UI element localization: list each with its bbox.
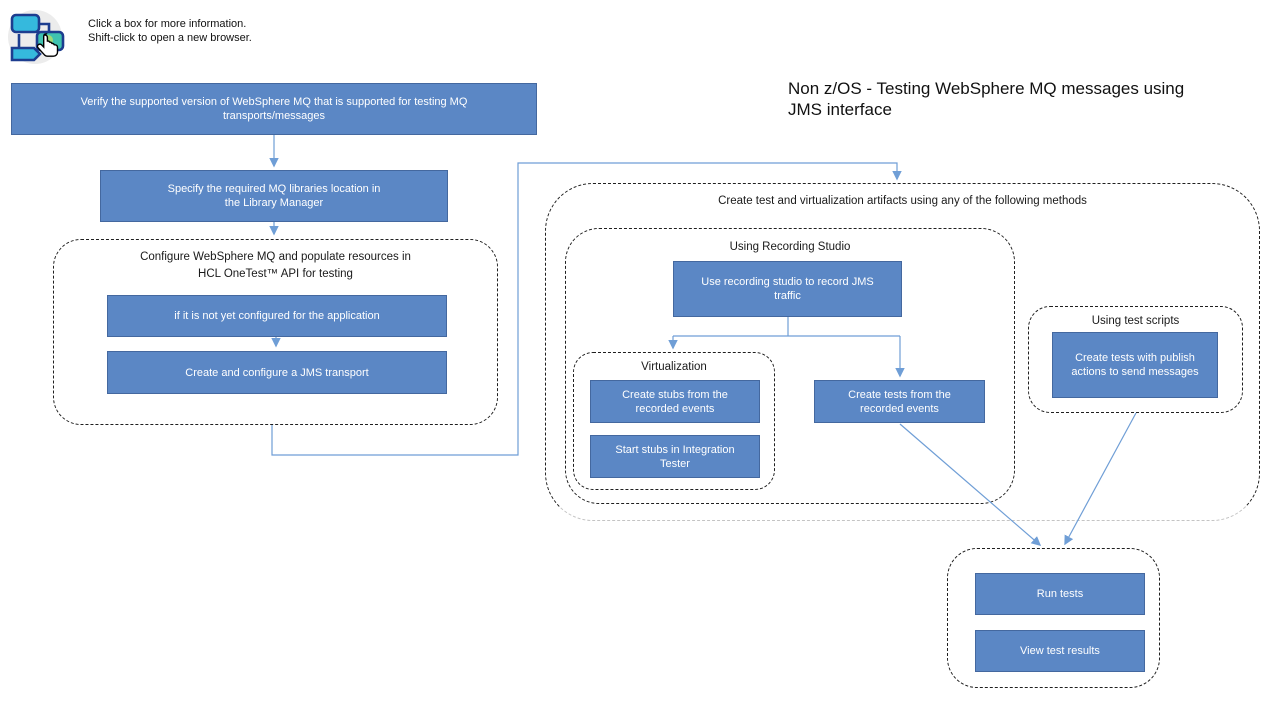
group-scripts-label: Using test scripts	[1091, 315, 1180, 327]
icon-process-box	[10, 13, 41, 34]
group-recording-label: Using Recording Studio	[729, 241, 851, 253]
node-jms-transport[interactable]: Create and configure a JMS transport	[107, 351, 447, 394]
page-title: Non z/OS - Testing WebSphere MQ messages…	[788, 79, 1185, 119]
node-not-configured-label: if it is not yet configured for the appl…	[174, 310, 380, 322]
group-test-scripts: Using test scripts	[1028, 306, 1243, 413]
node-verify-version-label: Verify the supported version of WebSpher…	[80, 96, 468, 122]
node-specify-libraries-label: Specify the required MQ libraries locati…	[167, 183, 381, 209]
node-jms-transport-label: Create and configure a JMS transport	[185, 366, 369, 379]
node-view-test-results-label: View test results	[1020, 645, 1100, 657]
flowchart-click-icon	[8, 10, 65, 64]
group-configure-label: Configure WebSphere MQ and populate reso…	[140, 251, 411, 280]
node-not-configured[interactable]: if it is not yet configured for the appl…	[107, 295, 447, 337]
group-run-tests	[947, 548, 1160, 688]
hand-cursor-icon	[36, 33, 59, 57]
node-specify-libraries[interactable]: Specify the required MQ libraries locati…	[100, 170, 448, 222]
group-artifacts-label: Create test and virtualization artifacts…	[718, 195, 1087, 207]
node-run-tests[interactable]: Run tests	[975, 573, 1145, 615]
node-view-test-results[interactable]: View test results	[975, 630, 1145, 672]
legend-instructions: Click a box for more information.Shift-c…	[88, 18, 252, 44]
group-virtualization-label: Virtualization	[641, 361, 707, 373]
icon-connector-line	[39, 22, 51, 32]
icon-decision-shape	[10, 46, 42, 62]
node-verify-version[interactable]: Verify the supported version of WebSpher…	[11, 83, 537, 135]
node-run-tests-label: Run tests	[1036, 588, 1084, 600]
